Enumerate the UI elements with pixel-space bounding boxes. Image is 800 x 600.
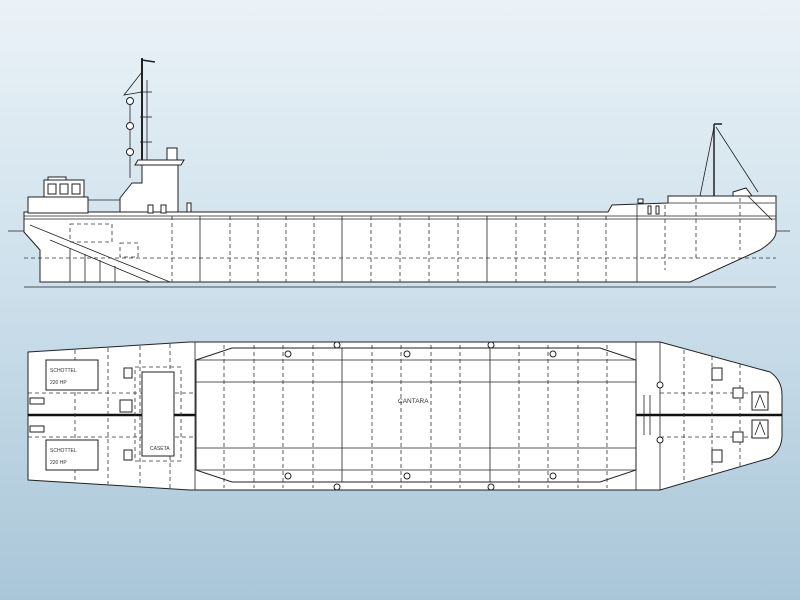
frame-lines xyxy=(171,198,741,282)
svg-text:CASETA: CASETA xyxy=(150,446,170,452)
main-mast xyxy=(123,58,156,178)
bow-winch xyxy=(732,187,753,197)
plan-frame-lines xyxy=(28,344,770,488)
deckhouse-outline xyxy=(134,366,182,462)
svg-text:220 HP: 220 HP xyxy=(50,460,67,466)
svg-text:SCHOTTEL: SCHOTTEL xyxy=(50,448,77,454)
engine-sb xyxy=(45,439,99,471)
funnel xyxy=(166,147,178,161)
cargo-hold-label: CANTARA xyxy=(398,398,429,405)
profile-view xyxy=(8,58,790,288)
bow-mast xyxy=(699,123,759,197)
wheelhouse xyxy=(119,164,179,213)
deckhouse xyxy=(141,371,175,457)
bollards xyxy=(284,341,664,491)
svg-text:SCHOTTEL: SCHOTTEL xyxy=(50,368,77,374)
aft-deckhouse xyxy=(27,196,89,214)
svg-text:220 HP: 220 HP xyxy=(50,380,67,386)
plan-view: CANTARA SCHOTTEL 220 HP SCHOTTEL 220 HP … xyxy=(27,341,783,491)
cargo-hold xyxy=(195,347,637,483)
engine-ps xyxy=(45,359,99,391)
